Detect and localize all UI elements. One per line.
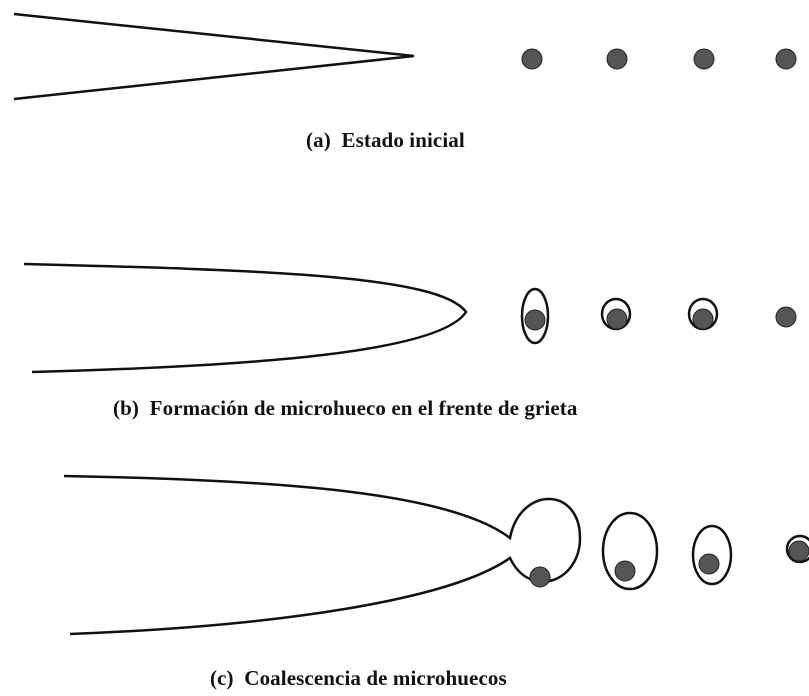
- particle: [775, 48, 797, 70]
- panel-a-initial-state: [13, 12, 797, 101]
- particle: [524, 309, 546, 331]
- particle: [788, 540, 809, 562]
- panel-c-void-coalescence: [63, 474, 809, 636]
- particle: [521, 48, 543, 70]
- microvoid: [601, 511, 659, 591]
- particle: [606, 308, 628, 330]
- caption-initial-state: (a) Estado inicial: [306, 128, 465, 152]
- particle: [775, 306, 797, 328]
- caption-void-coalescence: (c) Coalescencia de microhuecos: [210, 666, 507, 690]
- particle: [529, 566, 551, 588]
- microvoid: [785, 534, 809, 564]
- caption-void-formation: (b) Formación de microhueco en el frente…: [113, 396, 578, 420]
- particle: [606, 48, 628, 70]
- microvoid: [691, 524, 733, 586]
- panel-b-void-formation: [23, 262, 797, 374]
- particle: [692, 308, 714, 330]
- blunted-crack: [23, 262, 468, 374]
- particle: [693, 48, 715, 70]
- particle: [698, 553, 720, 575]
- particle: [614, 560, 636, 582]
- microvoid: [520, 287, 550, 345]
- advancing-crack: [63, 474, 582, 636]
- sharp-crack: [13, 12, 415, 101]
